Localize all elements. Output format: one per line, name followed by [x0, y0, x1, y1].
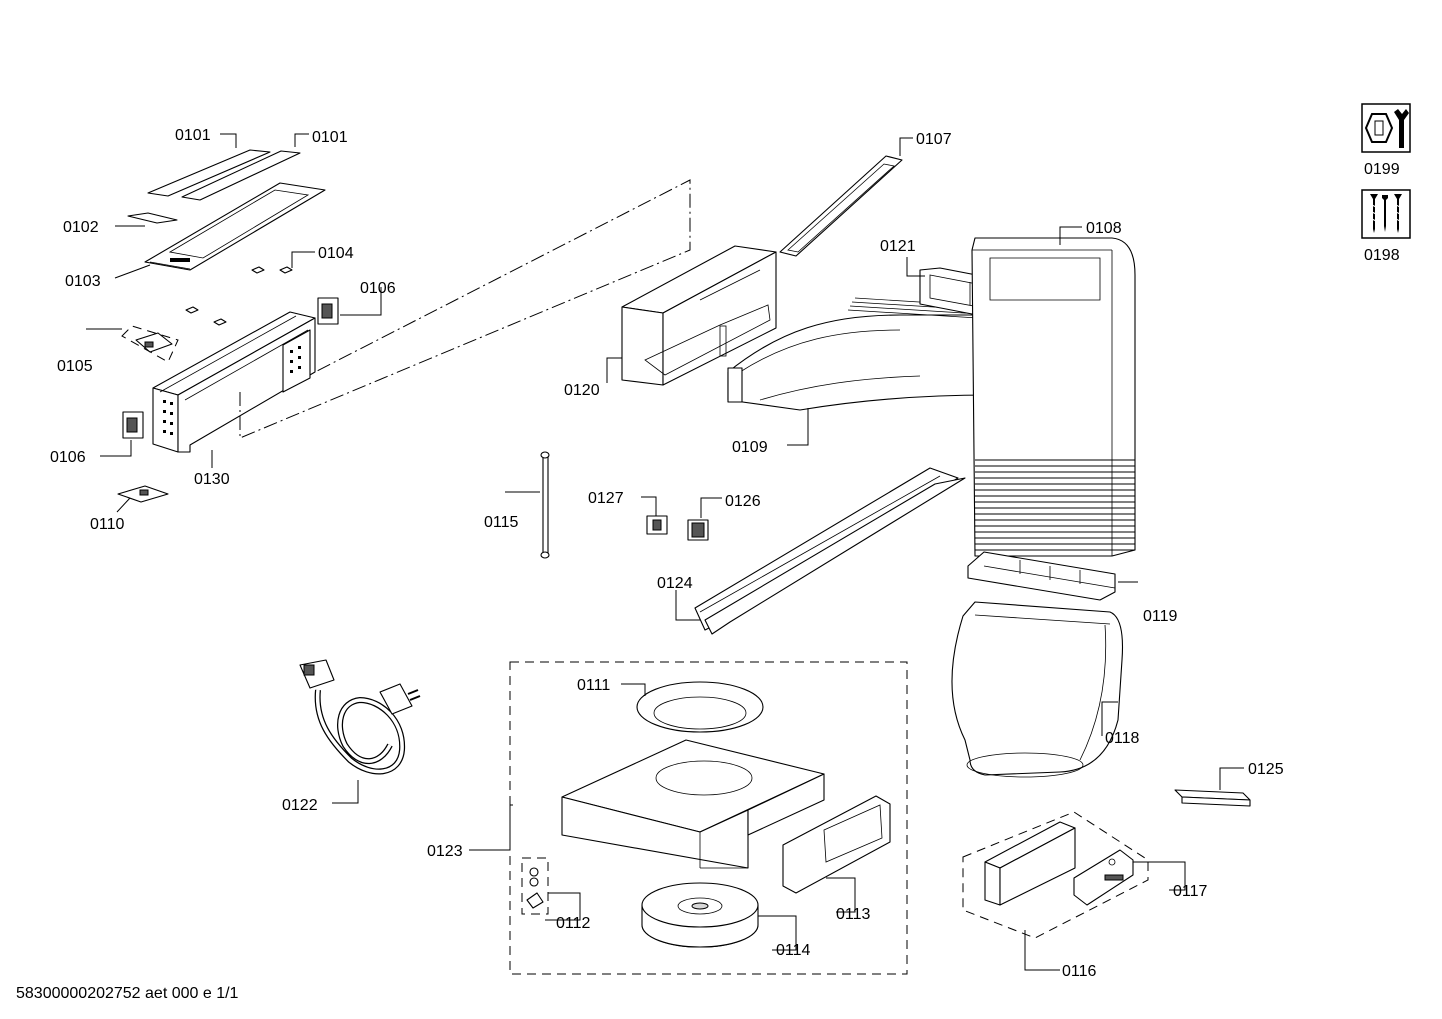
part-0127-connector [646, 515, 668, 535]
part-0113-flange [782, 795, 891, 894]
part-0116-box [984, 821, 1076, 906]
label-0113: 0113 [836, 906, 871, 923]
projection-line [239, 179, 691, 439]
label-0106-top: 0106 [360, 280, 396, 297]
label-0103: 0103 [65, 273, 101, 290]
part-0103-panel [144, 182, 326, 271]
leader-lines [86, 133, 1244, 971]
label-0126: 0126 [725, 493, 761, 510]
label-0114: 0114 [776, 942, 811, 959]
document-number: 58300000202752 aet 000 e 1/1 [16, 985, 239, 1002]
label-0120: 0120 [564, 382, 600, 399]
label-0105: 0105 [57, 358, 93, 375]
label-0130: 0130 [194, 471, 230, 488]
label-0102: 0102 [63, 219, 99, 236]
part-0102-small-strip [127, 212, 178, 224]
part-0130-frame [152, 311, 316, 453]
label-0198: 0198 [1364, 247, 1400, 264]
part-0108-vertical-duct [971, 237, 1136, 557]
label-0127: 0127 [588, 490, 624, 507]
hex-nut-wrench-icon [1361, 103, 1411, 153]
part-0117-board [1073, 849, 1134, 906]
part-0123-housing [561, 739, 825, 869]
part-0107-grille [779, 155, 903, 257]
part-0118-transition [951, 601, 1124, 778]
part-0115-rod [540, 451, 550, 559]
part-0110-board [117, 485, 169, 503]
label-0106-bottom: 0106 [50, 449, 86, 466]
label-0124: 0124 [657, 575, 693, 592]
label-0116: 0116 [1062, 963, 1097, 980]
label-0117: 0117 [1173, 883, 1208, 900]
label-0115: 0115 [484, 514, 519, 531]
group-0116-boundary [962, 811, 1149, 939]
label-0108: 0108 [1086, 220, 1122, 237]
part-0112-fittings [521, 857, 549, 915]
part-0126-connector [687, 519, 709, 541]
label-0122: 0122 [282, 797, 318, 814]
part-0125-bracket [1174, 789, 1251, 807]
part-0124-rail [694, 467, 966, 635]
label-0121: 0121 [880, 238, 916, 255]
part-0104-clips [185, 266, 293, 326]
part-0120-elbow [621, 245, 777, 386]
label-0104: 0104 [318, 245, 354, 262]
label-0112: 0112 [556, 915, 591, 932]
part-0101-strip-right [181, 150, 301, 201]
label-0125: 0125 [1248, 761, 1284, 778]
part-0101-strip-left [147, 149, 271, 197]
label-0101-left: 0101 [175, 127, 211, 144]
part-0105-module [121, 325, 179, 363]
label-0111: 0111 [577, 677, 610, 694]
part-0111-ring [636, 681, 764, 733]
label-0101-right: 0101 [312, 129, 348, 146]
label-0199: 0199 [1364, 161, 1400, 178]
label-0123: 0123 [427, 843, 463, 860]
part-0106-switch-bottom [122, 411, 144, 439]
label-0110: 0110 [90, 516, 125, 533]
label-0107: 0107 [916, 131, 952, 148]
label-0118: 0118 [1105, 730, 1140, 747]
part-0119-tray [967, 551, 1116, 601]
part-0114-fan [641, 882, 759, 948]
part-0122-power-cord [299, 659, 421, 775]
screws-icon [1361, 189, 1411, 239]
part-0106-switch-top [317, 297, 339, 325]
label-0119: 0119 [1143, 608, 1178, 625]
label-0109: 0109 [732, 439, 768, 456]
